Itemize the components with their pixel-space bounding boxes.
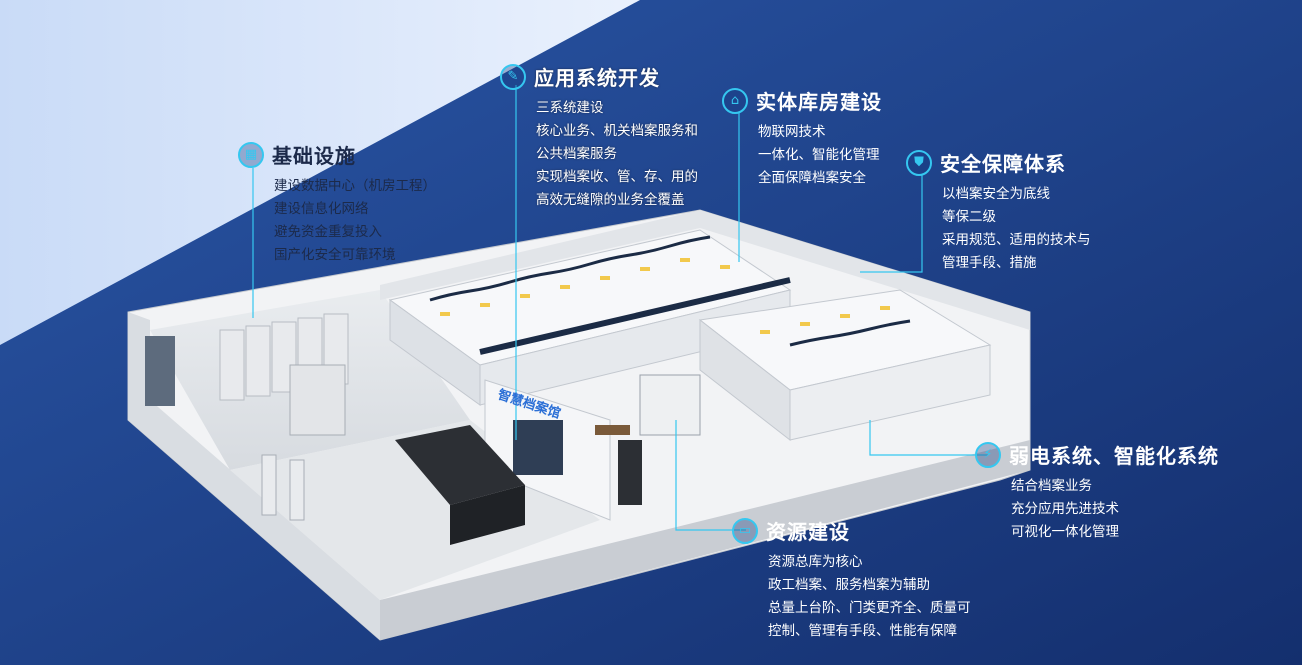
callout-shiti: ⌂ 实体库房建设物联网技术一体化、智能化管理全面保障档案安全 [722,86,882,190]
callout-line: 以档案安全为底线 [942,186,1050,202]
callout-jichu: ▦ 基础设施建设数据中心（机房工程） 建设信息化网络避免资金重复投入国产化安全可靠环… [238,140,436,267]
callout-line: 资源总库为核心 [768,554,863,570]
callout-lines: 建设数据中心（机房工程） 建设信息化网络避免资金重复投入国产化安全可靠环境 [238,175,436,267]
callout-header: ⚡ 弱电系统、智能化系统 [975,440,1219,469]
callout-title: 应用系统开发 [534,66,660,90]
callout-line: 物联网技术 [758,124,826,140]
callout-title: 安全保障体系 [940,152,1066,176]
cable-tray-right [789,319,911,347]
monitor-chart-icon: ▭ [732,517,758,544]
callout-header: ▭ 资源建设 [732,516,971,545]
callout-header: ▦ 基础设施 [238,140,436,169]
shield-icon: ⛊ [906,149,932,176]
security-gate-left [261,454,277,516]
callout-line: 全面保障档案安全 [758,170,866,186]
shelf-indicator-lights [440,258,890,334]
callout-line: 公共档案服务 [536,146,617,162]
callout-line: 核心业务、机关档案服务和 [536,123,698,139]
small-desk [595,425,630,435]
callout-line: 采用规范、适用的技术与 [942,232,1091,248]
cable-tray [429,235,711,302]
callout-lines: 结合档案业务充分应用先进技术可视化一体化管理 [975,475,1219,544]
callout-line: 总量上台阶、门类更齐全、质量可 [768,600,971,616]
ups-cabinet [145,336,175,406]
callout-title: 资源建设 [766,520,850,544]
building-wall-front [380,440,1030,640]
callout-line: 可视化一体化管理 [1011,524,1119,540]
callout-line: 等保二级 [942,209,996,225]
callout-line: 实现档案收、管、存、用的 [536,169,698,185]
callout-line: 三系统建设 [536,100,604,116]
server-room-door [289,364,346,436]
callout-line: 建设信息化网络 [274,201,369,217]
leader-lines [252,85,988,531]
callout-anquan: ⛊ 安全保障体系以档案安全为底线等保二级采用规范、适用的技术与管理手段、措施 [906,148,1091,275]
security-gate-right [289,459,305,521]
callout-lines: 以档案安全为底线等保二级采用规范、适用的技术与管理手段、措施 [906,183,1091,275]
grid-blocks-icon: ▦ [238,141,264,168]
reception-desk-front [450,485,525,545]
house-icon: ⌂ [722,87,748,114]
callout-ruodian: ⚡ 弱电系统、智能化系统结合档案业务充分应用先进技术可视化一体化管理 [975,440,1219,544]
document-edit-icon: ✎ [500,63,526,90]
workstation-cabinet [639,374,701,436]
reception-desk-top [395,425,525,505]
callout-title: 弱电系统、智能化系统 [1009,444,1219,468]
workstation-tower [618,440,642,505]
callout-line: 结合档案业务 [1011,478,1092,494]
callout-line: 国产化安全可靠环境 [274,247,396,263]
callout-line: 避免资金重复投入 [274,224,382,240]
callout-line: 高效无缝隙的业务全覆盖 [536,192,685,208]
callout-line: 充分应用先进技术 [1011,501,1119,517]
callout-line: 建设数据中心（机房工程） [274,178,436,194]
callout-title: 基础设施 [272,144,356,168]
callout-header: ✎ 应用系统开发 [500,62,698,91]
display-screen [513,420,563,475]
callout-line: 控制、管理有手段、性能有保障 [768,623,957,639]
lightning-icon: ⚡ [975,441,1001,468]
light-diagonal-band [0,0,640,345]
callout-lines: 三系统建设核心业务、机关档案服务和公共档案服务实现档案收、管、存、用的高效无缝隙… [500,97,698,212]
callout-lines: 资源总库为核心政工档案、服务档案为辅助总量上台阶、门类更齐全、质量可控制、管理有… [732,551,971,643]
callout-header: ⛊ 安全保障体系 [906,148,1091,177]
callout-ziyuan: ▭ 资源建设资源总库为核心政工档案、服务档案为辅助总量上台阶、门类更齐全、质量可控… [732,516,971,643]
callout-line: 政工档案、服务档案为辅助 [768,577,930,593]
callout-title: 实体库房建设 [756,90,882,114]
callout-header: ⌂ 实体库房建设 [722,86,882,115]
callout-line: 管理手段、措施 [942,255,1037,271]
archive-back-wall [380,210,1030,330]
building-wall-left [128,312,380,640]
callout-lines: 物联网技术一体化、智能化管理全面保障档案安全 [722,121,882,190]
compact-shelving [388,229,992,442]
callout-yingyong: ✎ 应用系统开发三系统建设核心业务、机关档案服务和公共档案服务实现档案收、管、存、… [500,62,698,212]
callout-line: 一体化、智能化管理 [758,147,880,163]
